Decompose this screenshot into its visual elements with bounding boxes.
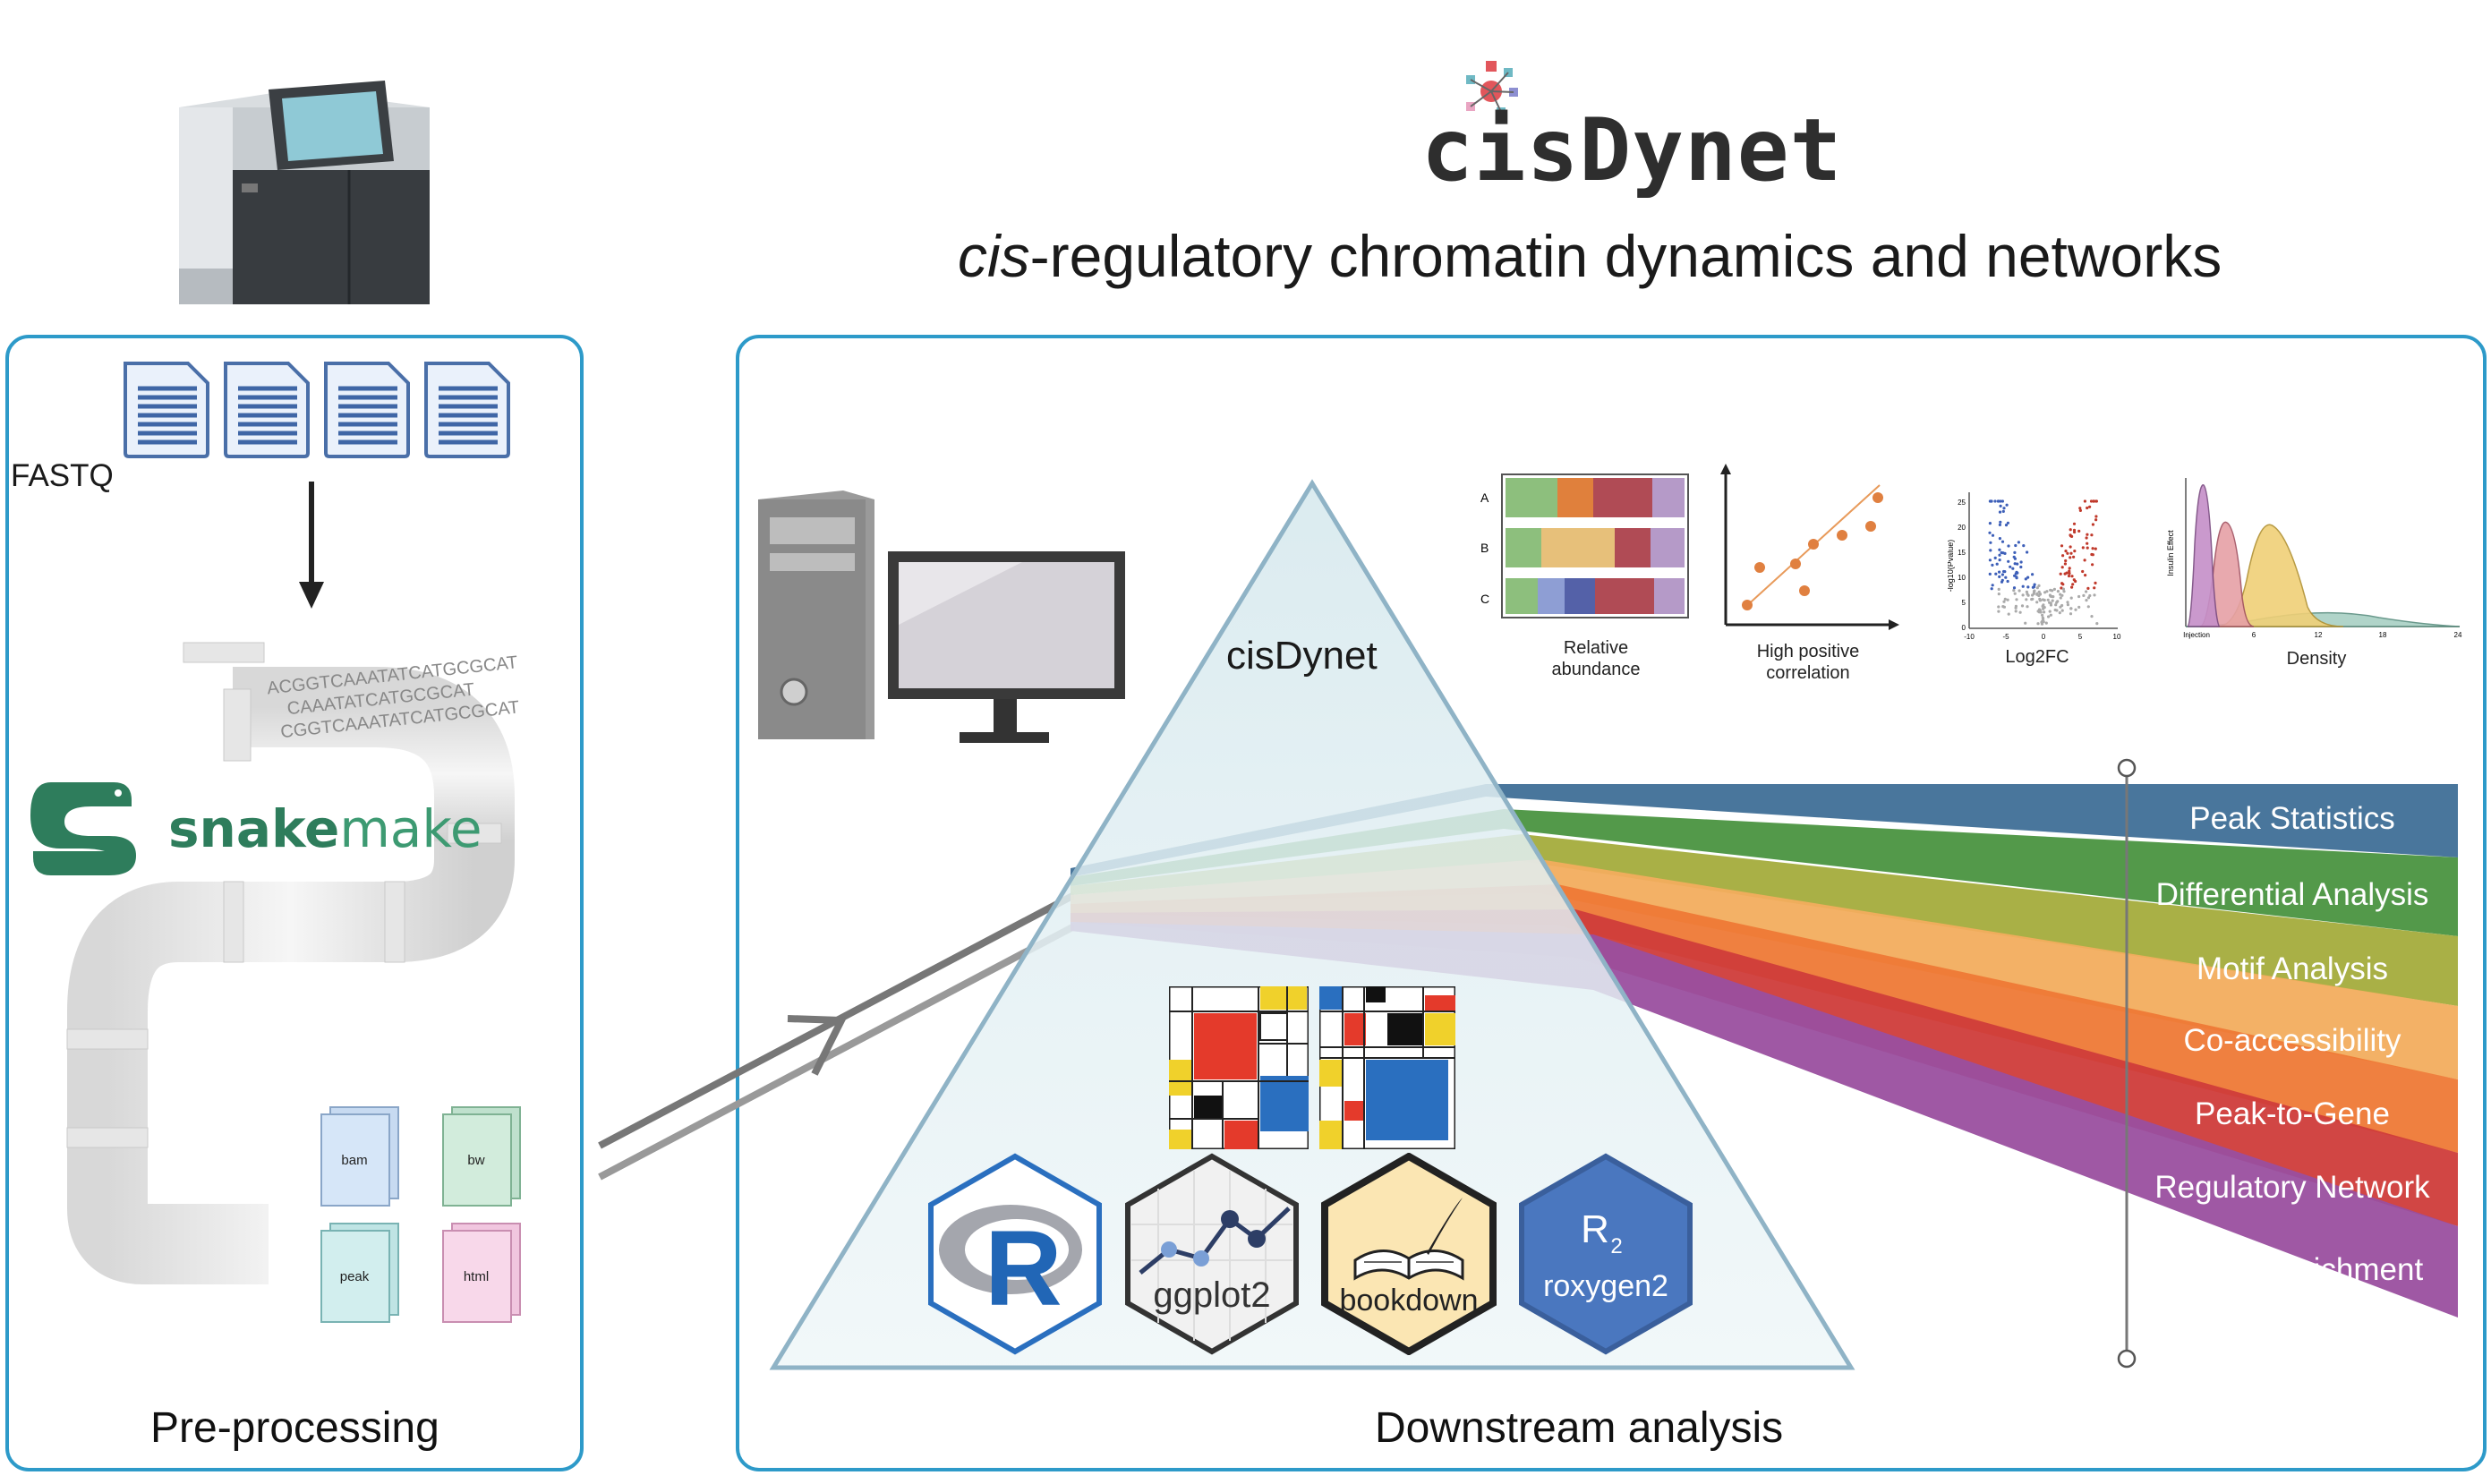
- analysis-item[interactable]: Peak-to-Gene: [2195, 1096, 2390, 1131]
- app-title: cisDynet: [1421, 100, 1843, 200]
- downstream-panel: [736, 335, 2487, 1471]
- computer-icon: [758, 490, 1125, 743]
- snakemake-word-snake: snake: [168, 798, 340, 859]
- analysis-item[interactable]: Differential Analysis: [2155, 877, 2429, 912]
- density-xtick-1: Injection: [2183, 631, 2210, 639]
- density-ylabel: Insulin Effect: [2166, 530, 2175, 576]
- roxygen2-mark-letter: R: [1581, 1207, 1609, 1251]
- volcano-xtick-4: 5: [2078, 633, 2083, 641]
- r-logo-icon: R: [928, 1153, 1102, 1355]
- caption-abundance-text: Relative abundance: [1551, 638, 1641, 679]
- preprocessing-label: Pre-processing: [150, 1404, 439, 1452]
- heatmap-icon-1: [1169, 986, 1309, 1149]
- spectrum-band: [1071, 909, 2458, 1226]
- fastq-file-icon: [324, 362, 410, 458]
- volcano-ytick-3: 10: [1958, 574, 1966, 582]
- mini-chart-correlation: [1720, 464, 1899, 630]
- volcano-ylabel: -log10(Pvalue): [1948, 540, 1955, 593]
- fastq-file-icon: [124, 362, 209, 458]
- volcano-ytick-1: 0: [1962, 624, 1966, 632]
- roxygen2-logo-icon: R 2 roxygen2: [1519, 1153, 1693, 1355]
- ggplot2-logo-text: ggplot2: [1153, 1275, 1270, 1315]
- light-beam-icon: [598, 891, 1074, 1181]
- spectrum-band: [1071, 809, 2458, 936]
- output-file-html: html: [442, 1223, 521, 1325]
- snakemake-wordmark: snakemake: [168, 798, 482, 859]
- downstream-label: Downstream analysis: [1375, 1404, 1784, 1452]
- ggplot2-logo-icon: ggplot2: [1125, 1153, 1299, 1355]
- output-file-bam: bam: [320, 1106, 399, 1208]
- subtitle-rest: -regulatory chromatin dynamics and netwo…: [1029, 223, 2222, 289]
- fastq-file-icon: [224, 362, 310, 458]
- output-file-bw: bw: [442, 1106, 521, 1208]
- density-xtick-5: 24: [2454, 631, 2462, 639]
- snakemake-logo-icon: [30, 782, 136, 875]
- density-xtick-2: 6: [2252, 631, 2256, 639]
- arrow-down-icon: [299, 482, 324, 609]
- analysis-item[interactable]: Regulatory Network: [2154, 1170, 2430, 1205]
- bookdown-logo-text: bookdown: [1339, 1284, 1478, 1318]
- timeline-line: [2117, 758, 2137, 1369]
- abundance-row-a: A: [1480, 490, 1489, 505]
- volcano-ytick-2: 5: [1962, 599, 1966, 607]
- fastq-file-icon: [424, 362, 510, 458]
- mini-chart-abundance: A B C: [1480, 473, 1689, 618]
- mini-chart-volcano: -log10(Pvalue) -10 -5 0 5 10 0 5 10 15 2…: [1948, 492, 2121, 641]
- output-file-peak: peak: [320, 1223, 399, 1325]
- analysis-item[interactable]: GWAS Enrichment: [2161, 1252, 2424, 1287]
- bookdown-logo-icon: bookdown: [1321, 1153, 1497, 1355]
- file-label-bam: bam: [341, 1153, 368, 1168]
- spectrum-band: [1071, 922, 2458, 1318]
- snakemake-word-make: make: [339, 798, 482, 859]
- analysis-item[interactable]: Peak Statistics: [2189, 801, 2395, 836]
- volcano-xtick-3: 0: [2042, 633, 2046, 641]
- r-logo-letter: R: [985, 1208, 1062, 1328]
- heatmap-icon-2: [1319, 986, 1455, 1149]
- file-label-bw: bw: [467, 1153, 485, 1168]
- mini-chart-density: Insulin Effect Injection 6 12 18 24: [2166, 478, 2462, 639]
- file-label-html: html: [463, 1269, 490, 1284]
- roxygen2-logo-text: roxygen2: [1543, 1269, 1668, 1303]
- fastq-files-icon: [124, 362, 510, 458]
- analysis-item[interactable]: Co-accessibility: [2183, 1023, 2401, 1058]
- pipeline-pipe-icon: ACGGTCAAATATCATGCGCAT CAAATATCATGCGCAT C…: [66, 642, 520, 1284]
- density-xtick-3: 12: [2315, 631, 2323, 639]
- spectrum-band: [1071, 834, 2458, 1006]
- volcano-xtick-5: 10: [2113, 633, 2121, 641]
- volcano-ytick-6: 25: [1958, 499, 1966, 507]
- caption-correlation: High positive correlation: [1745, 641, 1871, 684]
- caption-volcano: Log2FC: [2005, 647, 2069, 667]
- volcano-xtick-2: -5: [2002, 633, 2009, 641]
- sequencer-icon: [179, 81, 430, 304]
- subtitle: cis-regulatory chromatin dynamics and ne…: [958, 222, 2222, 290]
- cisdynet-logo-icon: [1466, 61, 1518, 116]
- caption-correlation-text: High positive correlation: [1756, 642, 1860, 683]
- volcano-ytick-5: 20: [1958, 524, 1966, 532]
- caption-density: Density: [2286, 649, 2347, 669]
- subtitle-italic: cis: [958, 223, 1030, 289]
- analysis-item[interactable]: Motif Analysis: [2197, 951, 2388, 986]
- volcano-xtick-1: -10: [1964, 633, 1975, 641]
- abundance-row-b: B: [1480, 541, 1489, 555]
- density-xtick-4: 18: [2379, 631, 2387, 639]
- fastq-label: FASTQ: [11, 458, 114, 493]
- volcano-ytick-4: 15: [1958, 549, 1966, 557]
- roxygen2-mark-subscript: 2: [1610, 1234, 1622, 1258]
- spectrum-band: [1071, 859, 2458, 1079]
- abundance-row-c: C: [1480, 592, 1489, 606]
- file-label-peak: peak: [339, 1269, 370, 1284]
- caption-abundance: Relative abundance: [1531, 637, 1661, 680]
- preprocessing-panel: [5, 335, 584, 1471]
- prism-label: cisDynet: [1226, 634, 1378, 678]
